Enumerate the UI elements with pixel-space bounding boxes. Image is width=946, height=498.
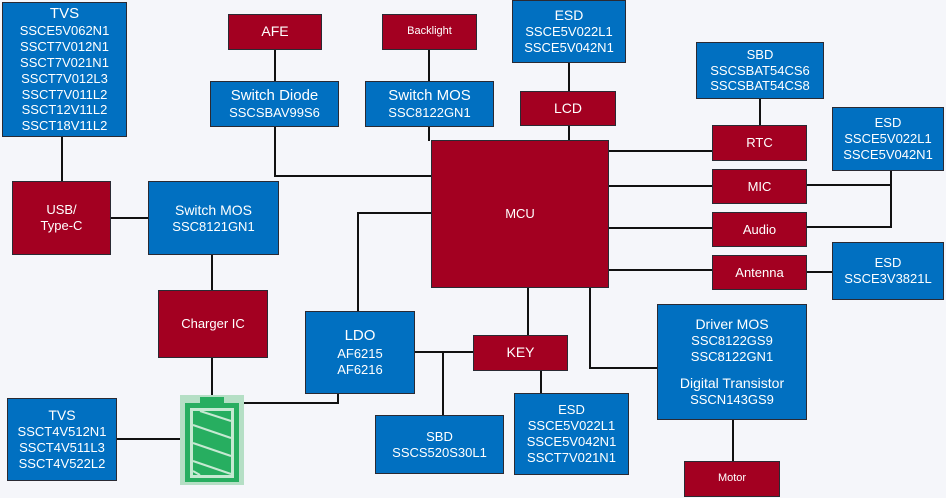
part-number: SSCN143GS9 [690,392,774,407]
part-number: SSC8121GN1 [172,218,255,234]
part-number: SSCT4V522L2 [18,455,106,471]
esd-key-box: ESD SSCE5V022L1 SSCE5V042N1 SSCT7V021N1 [514,393,629,475]
part-number: AF6215 [337,345,383,361]
sbd-title: SBD [426,428,453,444]
part-number: SSCSBAV99S6 [229,105,320,121]
wire [274,127,432,177]
part-number: SSCT7V012L3 [21,70,108,86]
switch-mos-title: Switch MOS [388,86,471,104]
usb-label: USB/ [46,202,77,218]
driver-mos-box: Driver MOS SSC8122GS9 SSC8122GN1 Digital… [657,304,807,420]
wire [806,170,892,186]
switch-diode-title: Switch Diode [230,86,319,104]
esd-title: ESD [558,402,585,418]
backlight-block: Backlight [382,14,477,50]
part-number: SSCE5V022L1 [844,131,932,147]
wire [244,392,339,404]
key-label: KEY [506,344,535,361]
antenna-label: Antenna [735,264,784,280]
part-number: SSCE5V042N1 [526,434,617,449]
charger-ic-block: Charger IC [158,290,268,358]
switch-mos-usb-box: Switch MOS SSC8121GN1 [148,181,279,255]
mic-block: MIC [712,169,807,204]
audio-label: Audio [742,221,777,237]
part-number: SSCT4V511L3 [19,440,105,456]
battery-icon [180,395,244,485]
esd-audio-box: ESD SSCE5V022L1 SSCE5V042N1 [832,107,944,171]
type-c-label: Type-C [40,218,83,233]
part-number: SSCE5V042N1 [524,40,614,56]
sbd-key-box: SBD SSCS520S30L1 [375,415,504,474]
esd-title: ESD [874,115,902,131]
tvs-title: TVS [49,4,80,22]
wire [806,185,892,228]
part-number: SSCT4V512N1 [17,424,107,440]
sbd-title: SBD [746,46,774,62]
esd-lcd-box: ESD SSCE5V022L1 SSCE5V042N1 [512,0,626,63]
driver-mos-title: Driver MOS [695,316,769,333]
part-number: SSCE3V3821L [844,271,932,286]
afe-label: AFE [261,23,289,40]
charger-label: Charger IC [181,316,245,332]
part-number: SSCSBAT54CS6 [710,62,810,78]
part-number: SSCT7V021N1 [20,54,109,70]
part-number: AF6216 [337,361,383,377]
mic-label: MIC [747,178,772,194]
ldo-box: LDO AF6215 AF6216 [305,311,415,394]
switch-mos-title: Switch MOS [174,201,252,218]
part-number: SSCE5V022L1 [525,24,613,40]
part-number: SSCT7V012N1 [20,39,109,54]
switch-mos-backlight-box: Switch MOS SSC8122GN1 [365,81,494,127]
mcu-block: MCU [431,140,609,288]
esd-antenna-box: ESD SSCE3V3821L [832,242,944,300]
rtc-block: RTC [712,125,807,161]
audio-block: Audio [712,212,807,247]
part-number: SSC8122GN1 [388,105,471,121]
switch-diode-box: Switch Diode SSCSBAV99S6 [210,81,339,127]
lcd-block: LCD [520,91,616,126]
tvs-battery-box: TVS SSCT4V512N1 SSCT4V511L3 SSCT4V522L2 [7,398,117,481]
motor-label: Motor [717,472,747,485]
part-number: SSCE5V022L1 [527,418,616,434]
part-number: SSCSBAT54CS8 [710,78,810,94]
mcu-label: MCU [505,206,535,222]
ldo-title: LDO [344,327,376,345]
esd-title: ESD [874,255,902,271]
wire [589,288,658,369]
afe-block: AFE [228,14,322,50]
antenna-block: Antenna [712,255,807,290]
digital-transistor-title: Digital Transistor [679,374,785,391]
part-number: SSCT18V11L2 [21,118,108,134]
key-block: KEY [473,335,568,371]
part-number: SSCT12V11L2 [21,102,108,118]
esd-title: ESD [554,7,584,24]
backlight-label: Backlight [407,25,452,38]
motor-block: Motor [684,461,780,497]
part-number: SSCE5V042N1 [843,146,933,162]
part-number: SSC8122GS9 [691,333,773,349]
tvs-usb-box: TVS SSCE5V062N1 SSCT7V012N1 SSCT7V021N1 … [2,2,127,137]
part-number: SSC8122GN1 [690,349,774,365]
part-number: SSCT7V021N1 [527,449,616,465]
part-number: SSCS520S30L1 [392,444,487,460]
part-number: SSCT7V011L2 [21,86,108,102]
rtc-label: RTC [746,135,773,151]
usb-type-c-block: USB/ Type-C [12,181,111,255]
lcd-label: LCD [553,99,582,116]
wire [357,212,432,312]
sbd-rtc-box: SBD SSCSBAT54CS6 SSCSBAT54CS8 [696,42,824,99]
tvs-title: TVS [48,407,76,424]
part-number: SSCE5V062N1 [19,23,110,39]
